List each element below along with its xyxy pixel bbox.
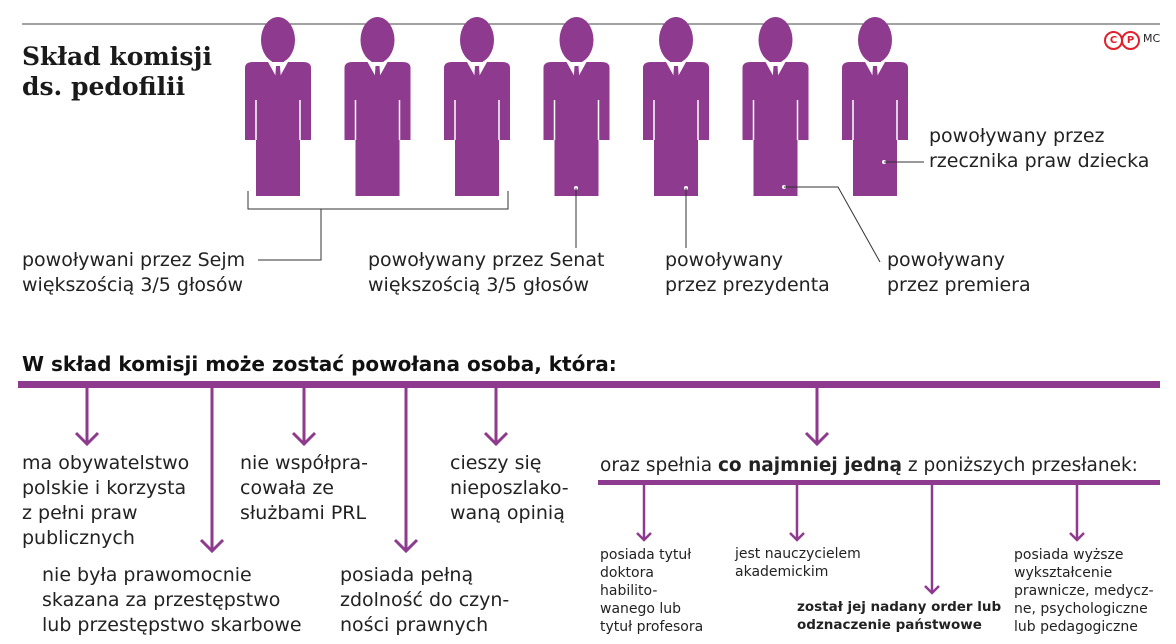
crit-nauczyciel-line-2: akademickim (735, 564, 829, 580)
criteria-intro-bold: co najmniej jedną (717, 455, 902, 476)
criteria-intro: oraz spełnia co najmniej jedną z poniższ… (600, 453, 1138, 478)
arrow-opinia-head (483, 431, 509, 447)
crit-order-line-2: odznaczenie państwowe (797, 617, 982, 633)
logo-p-icon: P (1121, 31, 1140, 50)
req-zdolnosc: posiada pełną zdolność do czyn- ności pr… (340, 563, 509, 638)
label-prezydent: powoływany przez prezydenta (665, 248, 830, 298)
label-rzecznik: powoływany przez rzecznika praw dziecka (929, 124, 1149, 174)
req-obywatelstwo-line-1: ma obywatelstwo (22, 452, 190, 474)
label-sejm-line-1: powoływani przez Sejm (22, 249, 246, 271)
label-sejm-line-2: większością 3/5 głosów (22, 274, 244, 296)
arrow-obywatelstwo-head (74, 431, 100, 447)
req-skazana-line-1: nie była prawomocnie (42, 564, 252, 586)
person-icon (444, 17, 510, 196)
crit-wyksztalcenie-line-5: lub pedagogiczne (1014, 619, 1138, 635)
crit-doktor-line-3: habilito- (600, 583, 658, 599)
crit-wyksztalcenie-line-2: wykształcenie (1014, 565, 1113, 581)
req-obywatelstwo-line-3: z pełni praw (22, 502, 138, 524)
arrow-criteria-head (804, 431, 830, 447)
person-icon (245, 17, 311, 196)
label-senat-line-2: większością 3/5 głosów (368, 274, 590, 296)
req-skazana-line-2: skazana za przestępstwo (42, 589, 281, 611)
req-zdolnosc-line-1: posiada pełną (340, 564, 474, 586)
req-wspolpraca-line-3: służbami PRL (240, 502, 367, 524)
crit-doktor-line-4: wanego lub (600, 601, 682, 617)
arrow-wspolpraca-head (291, 431, 317, 447)
requirements-title: W skład komisji może zostać powołana oso… (22, 352, 617, 376)
req-opinia-line-1: cieszy się (450, 452, 542, 474)
label-premier-line-2: przez premiera (887, 274, 1031, 296)
req-obywatelstwo-line-2: polskie i korzysta (22, 477, 187, 499)
arrow-wyksztalcenie-head (1069, 532, 1085, 542)
req-zdolnosc-line-2: zdolność do czyn- (340, 589, 510, 611)
arrow-doktor-head (636, 532, 652, 542)
crit-wyksztalcenie-line-4: ne, psychologiczne (1014, 601, 1148, 617)
person-icon (742, 17, 809, 196)
author-credit: MC (1143, 32, 1161, 45)
req-opinia: cieszy się nieposzlako- waną opinią (450, 451, 569, 526)
crit-nauczyciel-line-1: jest nauczycielem (735, 546, 861, 562)
label-senat: powoływany przez Senat większością 3/5 g… (368, 248, 604, 298)
label-prezydent-line-1: powoływany (665, 249, 783, 271)
arrow-zdolnosc-head (393, 538, 419, 554)
crit-wyksztalcenie-line-1: posiada wyższe (1014, 547, 1124, 563)
crit-wyksztalcenie: posiada wyższe wykształcenie prawnicze, … (1014, 546, 1154, 636)
crit-order-line-1: został jej nadany order lub (797, 599, 1002, 615)
crit-doktor-line-2: doktora (600, 565, 654, 581)
criteria-intro-before: oraz spełnia (600, 455, 718, 476)
req-wspolpraca-line-1: nie współpra- (240, 452, 368, 474)
label-sejm: powoływani przez Sejm większością 3/5 gł… (22, 248, 245, 298)
title: Skład komisji ds. pedofilii (22, 42, 212, 102)
sejm-connector (258, 209, 322, 261)
requirements-bar (18, 381, 1160, 388)
title-line-1: Skład komisji (22, 42, 212, 71)
arrow-skazana-head (199, 538, 225, 554)
person-icon (643, 17, 709, 196)
premier-connector (784, 186, 881, 263)
criteria-bar (598, 480, 1160, 485)
crit-doktor: posiada tytuł doktora habilito- wanego l… (600, 546, 703, 636)
person-icon (344, 17, 411, 196)
req-skazana: nie była prawomocnie skazana za przestęp… (42, 563, 302, 638)
crit-wyksztalcenie-line-3: prawnicze, medycz- (1014, 583, 1154, 599)
req-obywatelstwo: ma obywatelstwo polskie i korzysta z peł… (22, 451, 189, 551)
req-zdolnosc-line-3: ności prawnych (340, 614, 489, 636)
person-icon (842, 17, 908, 196)
criteria-intro-after: z poniższych przesłanek: (901, 455, 1138, 476)
req-opinia-line-3: waną opinią (450, 502, 565, 524)
req-skazana-line-3: lub przestępstwo skarbowe (42, 614, 302, 636)
req-wspolpraca-line-2: cowała ze (240, 477, 334, 499)
label-senat-line-1: powoływany przez Senat (368, 249, 605, 271)
req-opinia-line-2: nieposzlako- (450, 477, 569, 499)
title-line-2: ds. pedofilii (22, 72, 186, 101)
arrow-nauczyciel-head (789, 532, 805, 542)
arrow-order-head (924, 585, 940, 595)
label-premier-line-1: powoływany (887, 249, 1005, 271)
req-obywatelstwo-line-4: publicznych (22, 527, 135, 549)
crit-nauczyciel: jest nauczycielem akademickim (735, 545, 861, 581)
person-icon (543, 17, 610, 196)
label-rzecznik-line-1: powoływany przez (929, 125, 1105, 147)
label-rzecznik-line-2: rzecznika praw dziecka (929, 150, 1150, 172)
crit-doktor-line-1: posiada tytuł (600, 547, 692, 563)
label-premier: powoływany przez premiera (887, 248, 1031, 298)
sejm-bracket (247, 191, 509, 210)
crit-order: został jej nadany order lub odznaczenie … (797, 598, 1001, 634)
label-prezydent-line-2: przez prezydenta (665, 274, 830, 296)
req-wspolpraca: nie współpra- cowała ze służbami PRL (240, 451, 368, 526)
crit-doktor-line-5: tytuł profesora (600, 619, 704, 635)
